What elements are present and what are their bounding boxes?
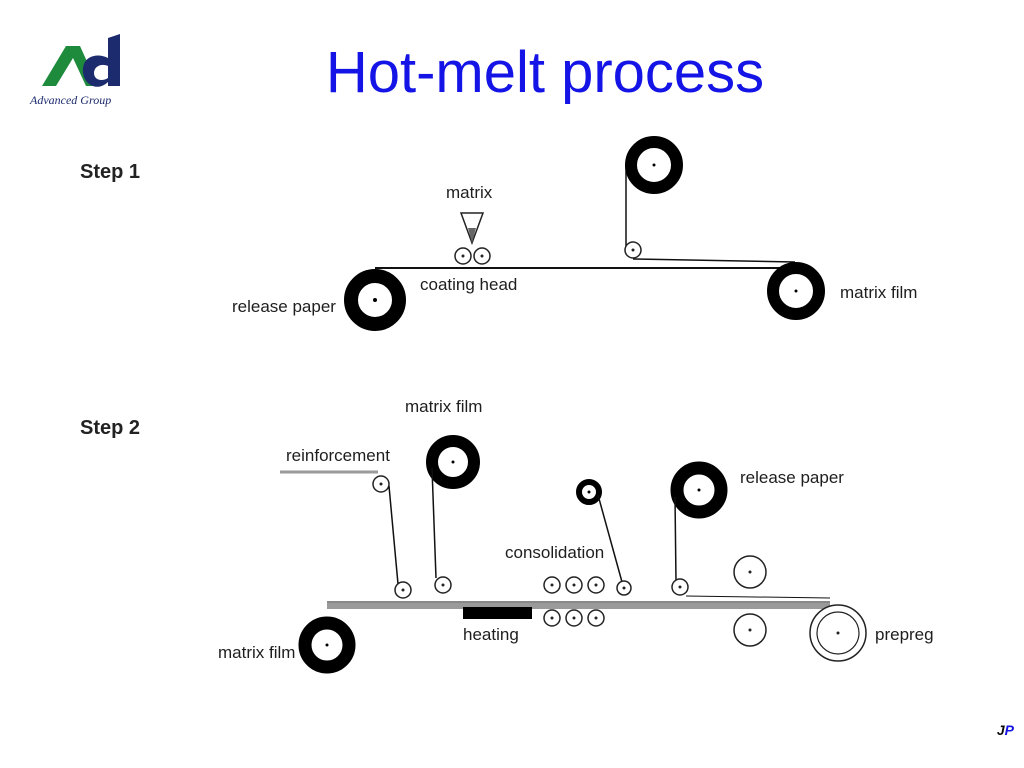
small-take-up-roll <box>576 479 602 505</box>
heating-element <box>463 607 532 619</box>
logo-text: Advanced Group <box>29 93 111 107</box>
step1-diagram: Step 1 matrix coating head release paper <box>80 136 917 331</box>
footer-initial-j: J <box>996 722 1005 738</box>
step1-film-line <box>632 258 796 263</box>
release-paper-roll <box>344 269 406 331</box>
footer-initials: JP <box>997 722 1014 738</box>
step2-heading: Step 2 <box>80 417 140 439</box>
prepreg-label: prepreg <box>875 625 934 644</box>
step1-heading: Step 1 <box>80 161 140 183</box>
matrix-hopper-fill-icon <box>468 228 476 243</box>
ad-logo-icon: Advanced Group <box>29 34 120 107</box>
matrix-film-bottom-label: matrix film <box>218 643 295 662</box>
matrix-film-top-label: matrix film <box>405 397 482 416</box>
matrix-film-bottom-roll <box>298 616 356 674</box>
step1-matrix-label: matrix <box>446 183 493 202</box>
matrix-film-label: matrix film <box>840 283 917 302</box>
step1-supply-roll <box>625 136 683 194</box>
release-paper-label: release paper <box>232 297 336 316</box>
consolidation-rollers <box>543 576 605 627</box>
coating-head-label: coating head <box>420 275 517 294</box>
step2-release-paper-label: release paper <box>740 468 844 487</box>
footer-initial-p: P <box>1004 722 1014 738</box>
consolidation-label: consolidation <box>505 543 604 562</box>
slide-title: Hot-melt process <box>325 40 765 105</box>
heating-label: heating <box>463 625 519 644</box>
step2-release-paper-roll <box>670 461 728 519</box>
step2-diagram: Step 2 reinforcement matrix film <box>80 397 934 674</box>
matrix-film-top-roll <box>426 435 480 489</box>
advanced-group-logo: Advanced Group <box>28 28 148 112</box>
matrix-film-roll <box>767 262 825 320</box>
reinforcement-label: reinforcement <box>286 446 390 465</box>
